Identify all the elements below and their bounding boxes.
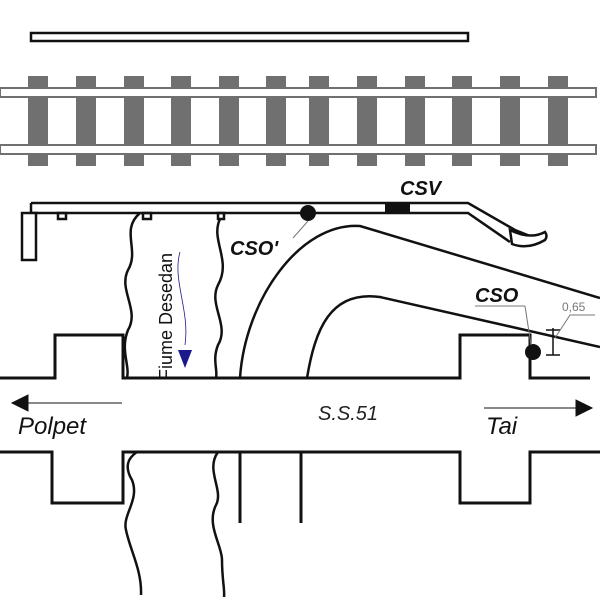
- rail-tie: [309, 76, 329, 166]
- rail-tie: [76, 76, 96, 166]
- conduit-upper: [238, 224, 600, 379]
- river-banks: [123, 212, 226, 598]
- rail: [0, 87, 597, 98]
- west-direction-label: Polpet: [18, 413, 87, 440]
- river-flow-arrow: [177, 251, 187, 346]
- conduit-lower: [305, 294, 600, 379]
- railway-track: [0, 76, 597, 166]
- cso-point: [525, 344, 541, 360]
- dimension-label: 0,65: [562, 300, 586, 314]
- rail-tie: [219, 76, 239, 166]
- rail-tie: [405, 76, 425, 166]
- cso-prime-label: CSO': [230, 238, 279, 260]
- top-bar: [29, 31, 470, 43]
- rail-tie: [452, 76, 472, 166]
- rail-tie: [266, 76, 286, 166]
- csv-label: CSV: [400, 178, 443, 200]
- rail-tie: [357, 76, 377, 166]
- csv-valve: [385, 202, 410, 213]
- road-label: S.S.51: [318, 403, 378, 425]
- rail-tie: [171, 76, 191, 166]
- cso-label: CSO: [475, 285, 519, 307]
- dimension-marker: [546, 314, 595, 356]
- rail-tie: [124, 76, 144, 166]
- culvert-channel: [20, 201, 548, 262]
- east-direction-label: Tai: [486, 413, 518, 440]
- rail-tie: [28, 76, 48, 166]
- cso-prime-point: [300, 205, 316, 221]
- rail-tie: [500, 76, 520, 166]
- rail-tie: [548, 76, 568, 166]
- rail: [0, 144, 597, 155]
- river-label: Fiume Desedan: [156, 253, 176, 380]
- direction-arrows: [10, 394, 594, 417]
